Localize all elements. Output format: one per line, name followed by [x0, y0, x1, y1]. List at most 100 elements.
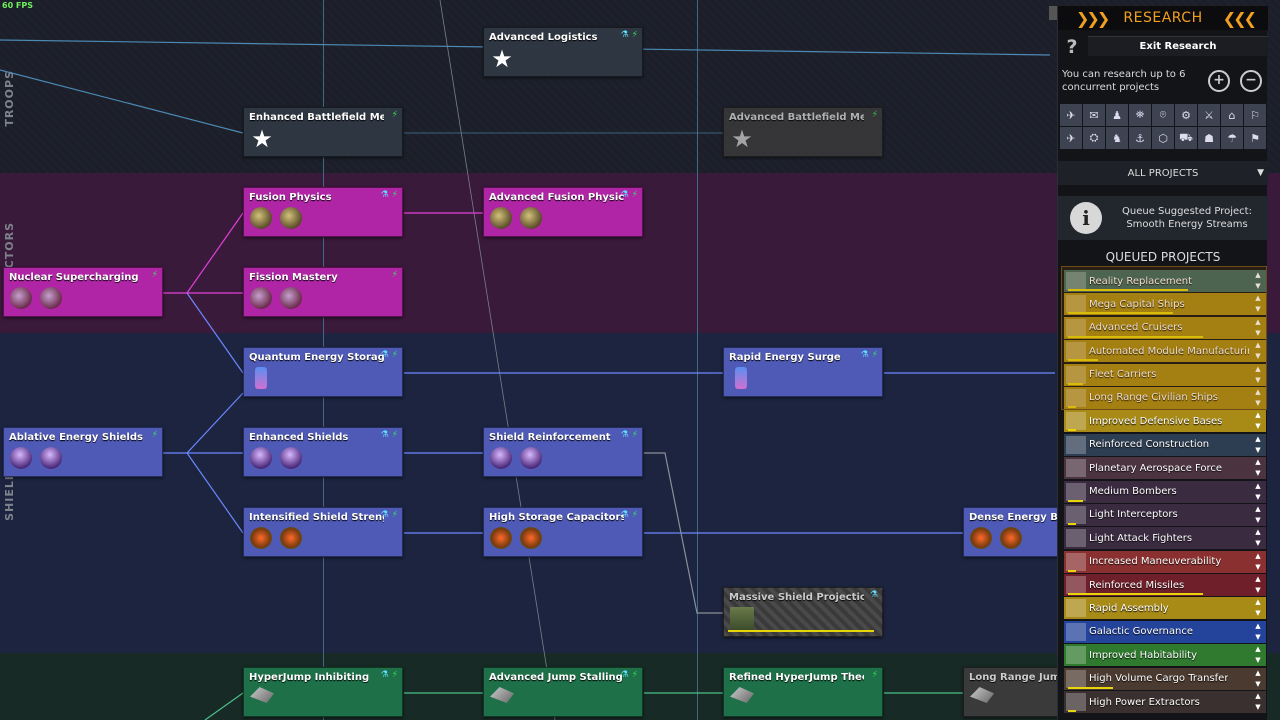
move-down-icon[interactable]: ▼ — [1255, 282, 1261, 290]
move-down-icon[interactable]: ▼ — [1255, 586, 1261, 595]
queue-suggested-button[interactable]: i Queue Suggested Project: Smooth Energy… — [1058, 196, 1268, 240]
tech-node-advanced-jump-stalling[interactable]: Advanced Jump Stalling ⚗⚡ — [483, 667, 643, 717]
category-filter-icon[interactable]: ⛟ — [1175, 127, 1197, 149]
category-filter-icon[interactable]: ♞ — [1106, 127, 1128, 149]
move-down-icon[interactable]: ▼ — [1255, 492, 1261, 501]
move-up-icon[interactable]: ▲ — [1255, 528, 1261, 537]
move-down-icon[interactable]: ▼ — [1255, 445, 1261, 454]
move-up-icon[interactable]: ▲ — [1255, 341, 1261, 350]
category-filter-icon[interactable]: ⛯ — [1129, 104, 1151, 126]
queued-project-item[interactable]: High Volume Cargo Transfer▲▼ — [1064, 667, 1266, 690]
move-up-icon[interactable]: ▲ — [1255, 645, 1261, 654]
queued-project-item[interactable]: Light Interceptors▲▼ — [1064, 503, 1266, 526]
tech-node-high-storage-capacitors[interactable]: High Storage Capacitors ⚗⚡ — [483, 507, 643, 557]
move-down-icon[interactable]: ▼ — [1255, 539, 1261, 548]
zoom-in-icon[interactable]: + — [1208, 70, 1230, 92]
queued-project-item[interactable]: Reinforced Construction▲▼ — [1064, 433, 1266, 456]
help-icon[interactable]: ? — [1066, 36, 1078, 58]
tech-node-hyperjump-inhibiting[interactable]: HyperJump Inhibiting ⚗⚡ — [243, 667, 403, 717]
queued-project-item[interactable]: Medium Bombers▲▼ — [1064, 480, 1266, 503]
tech-node-intensified-shield-strength[interactable]: Intensified Shield Strength ⚗⚡ — [243, 507, 403, 557]
reorder-arrows: ▲▼ — [1252, 692, 1264, 712]
exit-research-button[interactable]: Exit Research — [1088, 36, 1268, 56]
move-down-icon[interactable]: ▼ — [1255, 469, 1261, 478]
tech-node-shield-reinforcement[interactable]: Shield Reinforcement ⚗⚡ — [483, 427, 643, 477]
move-down-icon[interactable]: ▼ — [1255, 515, 1261, 524]
queued-project-item[interactable]: Improved Habitability▲▼ — [1064, 644, 1266, 667]
tech-node-massive-shield-projection[interactable]: Massive Shield Projection ⚗ — [723, 587, 883, 637]
tech-node-advanced-logistics[interactable]: Advanced Logistics ⚗⚡ ★ — [483, 27, 643, 77]
queued-project-item[interactable]: Reality Replacement▲▼ — [1064, 270, 1266, 292]
move-down-icon[interactable]: ▼ — [1255, 632, 1261, 641]
move-up-icon[interactable]: ▲ — [1255, 504, 1261, 513]
move-down-icon[interactable]: ▼ — [1255, 679, 1261, 688]
move-up-icon[interactable]: ▲ — [1255, 364, 1261, 373]
queued-project-item[interactable]: Advanced Cruisers▲▼ — [1064, 316, 1266, 339]
category-filter-icon[interactable]: ✈ — [1060, 127, 1082, 149]
project-filter-dropdown[interactable]: ALL PROJECTS ▼ — [1058, 161, 1268, 185]
queued-project-item[interactable]: Mega Capital Ships▲▼ — [1064, 293, 1266, 316]
category-filter-icon[interactable]: ✉ — [1083, 104, 1105, 126]
move-up-icon[interactable]: ▲ — [1255, 621, 1261, 630]
tech-node-ablative-energy-shields[interactable]: Ablative Energy Shields ⚡ — [3, 427, 163, 477]
move-down-icon[interactable]: ▼ — [1255, 703, 1261, 712]
category-filter-icon[interactable]: ⚑ — [1244, 127, 1266, 149]
category-filter-icon[interactable]: ⌂ — [1221, 104, 1243, 126]
move-down-icon[interactable]: ▼ — [1255, 422, 1261, 431]
queued-project-item[interactable]: Long Range Civilian Ships▲▼ — [1064, 386, 1266, 409]
queued-project-item[interactable]: Fleet Carriers▲▼ — [1064, 363, 1266, 386]
move-up-icon[interactable]: ▲ — [1255, 271, 1261, 279]
tech-node-quantum-energy-storage[interactable]: Quantum Energy Storage ⚗⚡ — [243, 347, 403, 397]
category-filter-icon[interactable]: ☂ — [1221, 127, 1243, 149]
move-up-icon[interactable]: ▲ — [1255, 668, 1261, 677]
tech-node-advanced-fusion-physics[interactable]: Advanced Fusion Physics ⚗⚡ — [483, 187, 643, 237]
move-down-icon[interactable]: ▼ — [1255, 328, 1261, 337]
category-filter-icon[interactable]: ♟ — [1106, 104, 1128, 126]
category-filter-icon[interactable]: ✈ — [1060, 104, 1082, 126]
category-filter-icon[interactable]: ⚔ — [1198, 104, 1220, 126]
tech-node-rapid-energy-surge[interactable]: Rapid Energy Surge ⚗⚡ — [723, 347, 883, 397]
move-up-icon[interactable]: ▲ — [1255, 692, 1261, 701]
tech-node-enhanced-shields[interactable]: Enhanced Shields ⚗⚡ — [243, 427, 403, 477]
category-filter-icon[interactable]: ⬡ — [1152, 127, 1174, 149]
zoom-out-icon[interactable]: − — [1240, 70, 1262, 92]
move-up-icon[interactable]: ▲ — [1255, 575, 1261, 584]
tech-node-fission-mastery[interactable]: Fission Mastery ⚡ — [243, 267, 403, 317]
move-up-icon[interactable]: ▲ — [1255, 434, 1261, 443]
queued-project-item[interactable]: Increased Maneuverability▲▼ — [1064, 550, 1266, 573]
queued-project-item[interactable]: High Power Extractors▲▼ — [1064, 691, 1266, 714]
queued-project-item[interactable]: Automated Module Manufacturing▲▼ — [1064, 340, 1266, 363]
tech-node-advanced-battlefield-medicine[interactable]: Advanced Battlefield Medicine ⚡ ★ — [723, 107, 883, 157]
queued-project-item[interactable]: Rapid Assembly▲▼ — [1064, 597, 1266, 620]
move-up-icon[interactable]: ▲ — [1255, 598, 1261, 607]
category-filter-icon[interactable]: ⌾ — [1152, 104, 1174, 126]
move-down-icon[interactable]: ▼ — [1255, 398, 1261, 407]
move-up-icon[interactable]: ▲ — [1255, 317, 1261, 326]
move-up-icon[interactable]: ▲ — [1255, 481, 1261, 490]
category-filter-icon[interactable]: ☗ — [1198, 127, 1220, 149]
move-down-icon[interactable]: ▼ — [1255, 305, 1261, 314]
move-up-icon[interactable]: ▲ — [1255, 387, 1261, 396]
move-down-icon[interactable]: ▼ — [1255, 375, 1261, 384]
category-filter-icon[interactable]: ⚓ — [1129, 127, 1151, 149]
move-up-icon[interactable]: ▲ — [1255, 294, 1261, 303]
queued-project-item[interactable]: Improved Defensive Bases▲▼ — [1064, 410, 1266, 433]
category-filter-icon[interactable]: ⚙ — [1175, 104, 1197, 126]
move-up-icon[interactable]: ▲ — [1255, 411, 1261, 420]
move-down-icon[interactable]: ▼ — [1255, 352, 1261, 361]
category-filter-icon[interactable]: ⚐ — [1244, 104, 1266, 126]
move-down-icon[interactable]: ▼ — [1255, 609, 1261, 618]
queued-project-item[interactable]: Light Attack Fighters▲▼ — [1064, 527, 1266, 550]
queued-project-item[interactable]: Reinforced Missiles▲▼ — [1064, 574, 1266, 597]
move-up-icon[interactable]: ▲ — [1255, 458, 1261, 467]
move-down-icon[interactable]: ▼ — [1255, 656, 1261, 665]
queued-project-item[interactable]: Planetary Aerospace Force▲▼ — [1064, 457, 1266, 480]
tech-node-refined-hyperjump-theory[interactable]: Refined HyperJump Theory ⚡ — [723, 667, 883, 717]
queued-project-item[interactable]: Galactic Governance▲▼ — [1064, 620, 1266, 643]
category-filter-icon[interactable]: ⛭ — [1083, 127, 1105, 149]
tech-node-nuclear-supercharging[interactable]: Nuclear Supercharging ⚡ — [3, 267, 163, 317]
tech-node-enhanced-battlefield-medicine[interactable]: Enhanced Battlefield Medicine ⚡ ★ — [243, 107, 403, 157]
move-down-icon[interactable]: ▼ — [1255, 562, 1261, 571]
tech-node-fusion-physics[interactable]: Fusion Physics ⚗⚡ — [243, 187, 403, 237]
move-up-icon[interactable]: ▲ — [1255, 551, 1261, 560]
